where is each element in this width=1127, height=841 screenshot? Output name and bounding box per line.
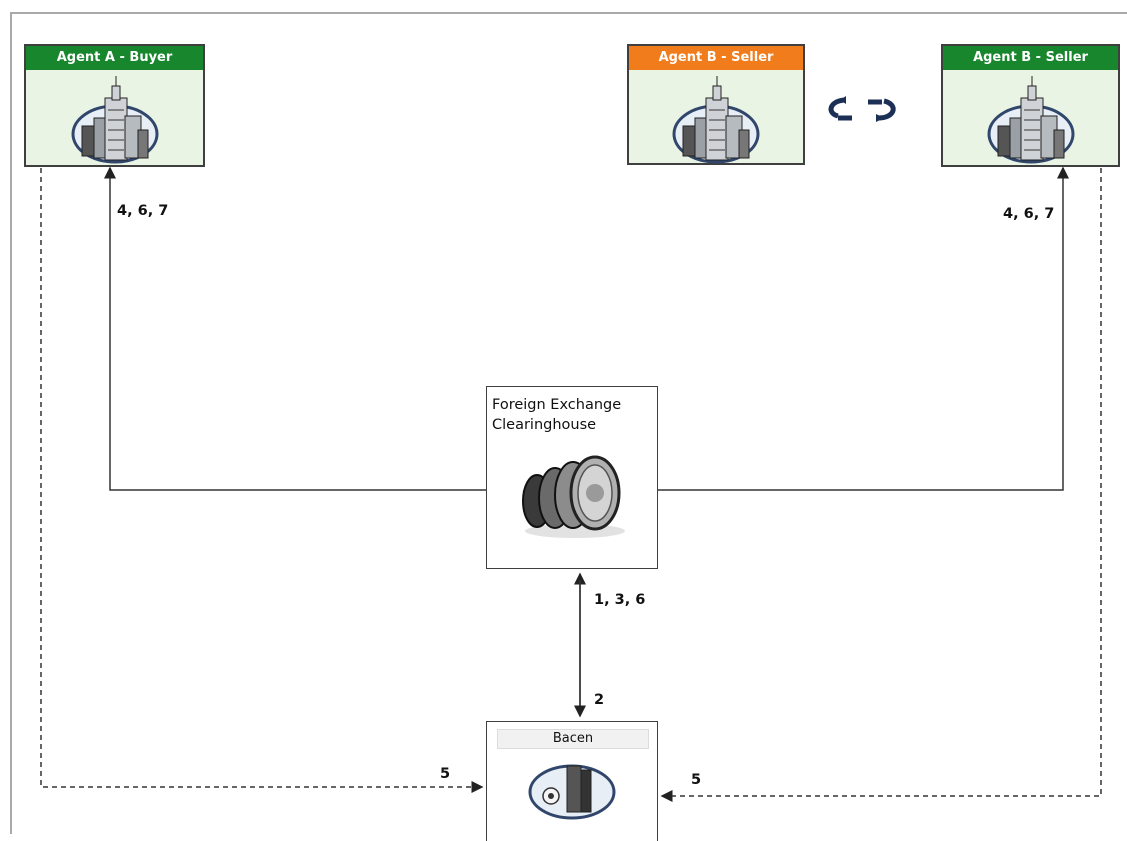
diagram-frame <box>10 12 1127 834</box>
bacen-box: Bacen <box>486 721 658 841</box>
link-dashed-agent-b-bacen <box>660 168 1102 802</box>
coins-icon <box>515 453 635 547</box>
bacen-title: Bacen <box>497 729 649 749</box>
office-buildings-icon <box>70 76 160 168</box>
label-fx-bacen-down: 2 <box>594 692 605 708</box>
label-agent-b-flows: 4, 6, 7 <box>1003 206 1055 222</box>
agent-b-orange-title: Agent B - Seller <box>629 46 803 70</box>
label-agent-a-flows: 4, 6, 7 <box>117 203 169 219</box>
label-dashed-right: 5 <box>691 772 702 788</box>
agent-a-title: Agent A - Buyer <box>26 46 203 70</box>
fx-clearinghouse-title: Foreign Exchange Clearinghouse <box>492 395 621 435</box>
office-buildings-icon <box>986 76 1076 168</box>
label-dashed-left: 5 <box>440 766 451 782</box>
fx-title-line1: Foreign Exchange <box>492 397 622 413</box>
link-dashed-agent-a-bacen <box>40 168 484 793</box>
bacen-building-icon <box>527 760 617 824</box>
agent-b-seller-orange-box: Agent B - Seller <box>627 44 805 165</box>
fx-title-line2: Clearinghouse <box>492 417 597 433</box>
link-fx-agent-b <box>658 166 1069 491</box>
label-fx-bacen-up: 1, 3, 6 <box>594 592 646 608</box>
link-fx-agent-a <box>104 166 486 491</box>
agent-b-green-title: Agent B - Seller <box>943 46 1118 70</box>
exchange-arrows-icon <box>828 96 896 122</box>
agent-a-buyer-box: Agent A - Buyer <box>24 44 205 167</box>
agent-b-seller-green-box: Agent B - Seller <box>941 44 1120 167</box>
fx-clearinghouse-box: Foreign Exchange Clearinghouse <box>486 386 658 569</box>
office-buildings-icon <box>671 76 761 168</box>
